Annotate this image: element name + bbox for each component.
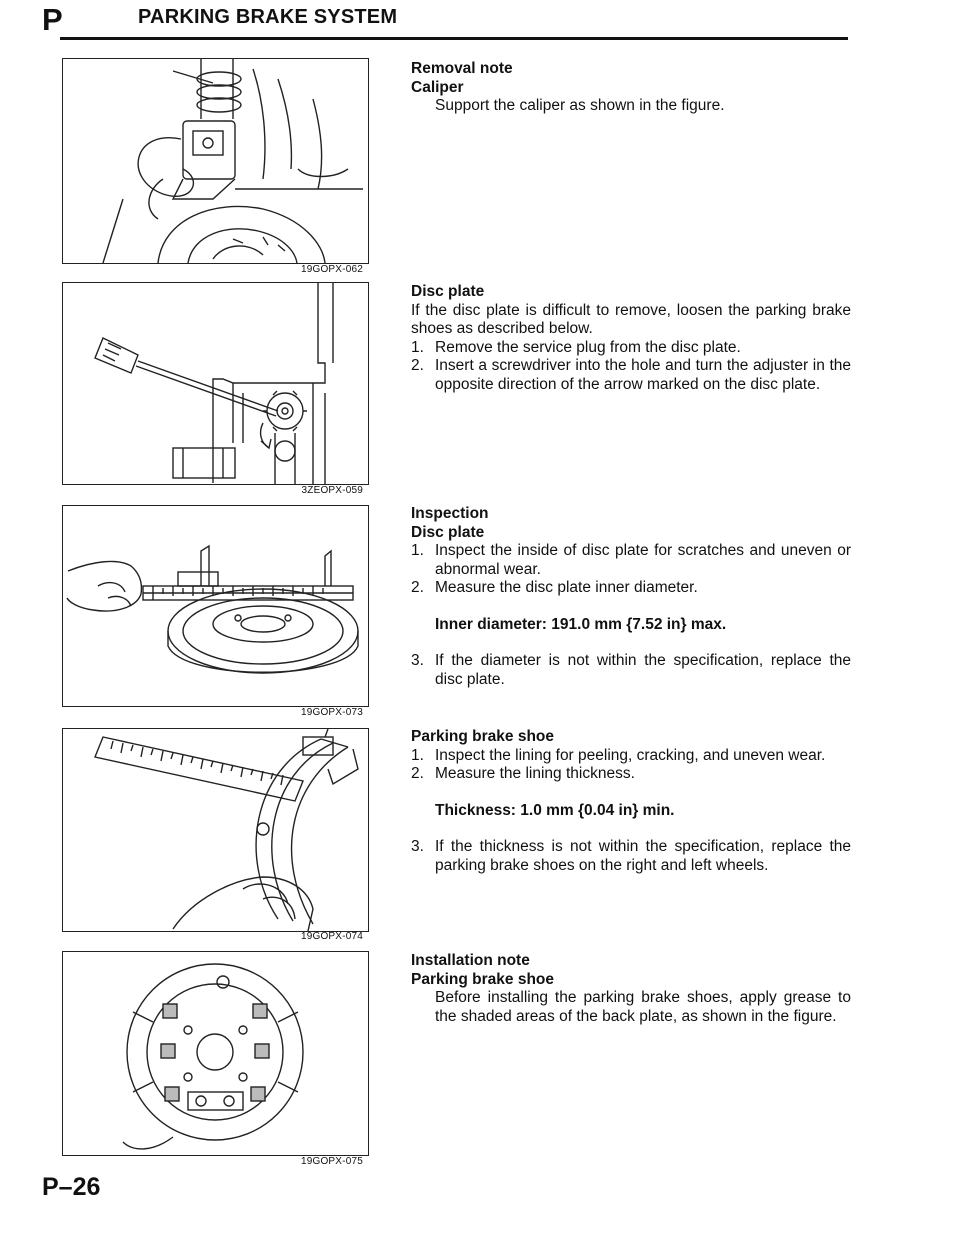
- step-item: 2. Insert a screwdriver into the hole and…: [411, 357, 851, 394]
- figure-code: 19GOPX-062: [300, 264, 363, 275]
- lining-thickness-illustration: [94, 729, 359, 931]
- paragraph: Before installing the parking brake shoe…: [435, 989, 851, 1025]
- step-item: 1. Inspect the lining for peeling, cracki…: [411, 747, 851, 766]
- figure-code: 19GOPX-074: [300, 931, 363, 942]
- figure-frame: [62, 282, 369, 485]
- section-inspection: Inspection Disc plate 1. Inspect the insi…: [411, 505, 851, 689]
- section-heading: Installation note: [411, 952, 530, 969]
- section-removal-note: Removal note Caliper Support the caliper…: [411, 60, 851, 116]
- paragraph: Support the caliper as shown in the figu…: [435, 97, 725, 114]
- section-heading: Inspection: [411, 505, 489, 522]
- figure-frame: [62, 505, 369, 707]
- section-heading: Removal note: [411, 60, 513, 77]
- section-subheading: Caliper: [411, 78, 464, 96]
- figure-frame: [62, 58, 369, 264]
- step-text: Inspect the inside of disc plate for scr…: [435, 542, 851, 578]
- section-shoe-inspection: Parking brake shoe 1. Inspect the lining …: [411, 728, 851, 875]
- figure-frame: [62, 951, 369, 1156]
- step-text: Inspect the lining for peeling, cracking…: [435, 746, 826, 764]
- page-header: P PARKING BRAKE SYSTEM: [0, 0, 960, 45]
- spec-value: Thickness: 1.0 mm {0.04 in} min.: [435, 801, 675, 819]
- section-subheading: Parking brake shoe: [411, 970, 555, 988]
- figure-frame: [62, 728, 369, 932]
- spec-value: Inner diameter: 191.0 mm {7.52 in} max.: [435, 615, 727, 633]
- figure-code: 19GOPX-073: [300, 707, 363, 718]
- back-plate-illustration: [122, 963, 304, 1150]
- section-subheading: Disc plate: [411, 523, 485, 541]
- step-number: 2.: [411, 579, 424, 596]
- step-text: Insert a screwdriver into the hole and t…: [435, 357, 851, 393]
- caliper-support-illustration: [102, 59, 363, 263]
- section-disc-plate-removal: Disc plate If the disc plate is difficul…: [411, 283, 851, 394]
- header-rule: [60, 37, 848, 40]
- step-text: If the thickness is not within the speci…: [435, 838, 851, 874]
- section-installation-note: Installation note Parking brake shoe Bef…: [411, 952, 851, 1026]
- step-number: 3.: [411, 838, 424, 855]
- page-title: PARKING BRAKE SYSTEM: [138, 6, 398, 28]
- figure-code: 19GOPX-075: [300, 1156, 363, 1167]
- step-number: 3.: [411, 652, 424, 669]
- step-number: 1.: [411, 746, 424, 764]
- section-letter: P: [42, 2, 63, 37]
- step-item: 1. Inspect the inside of disc plate for s…: [411, 542, 851, 579]
- step-text: If the diameter is not within the specif…: [435, 652, 851, 688]
- step-text: Remove the service plug from the disc pl…: [435, 338, 741, 356]
- paragraph: If the disc plate is difficult to remove…: [411, 301, 851, 338]
- step-number: 2.: [411, 765, 424, 782]
- step-number: 2.: [411, 357, 424, 374]
- step-number: 1.: [411, 542, 424, 559]
- step-number: 1.: [411, 338, 424, 356]
- step-item: 3. If the diameter is not within the spec…: [411, 652, 851, 689]
- section-heading: Disc plate: [411, 283, 485, 300]
- step-item: 1. Remove the service plug from the disc …: [411, 339, 851, 358]
- figure-code: 3ZEOPX-059: [301, 485, 363, 496]
- page-number: P–26: [42, 1173, 101, 1201]
- step-text: Measure the disc plate inner diameter.: [435, 579, 698, 596]
- step-item: 2. Measure the lining thickness.: [411, 765, 851, 784]
- step-item: 2. Measure the disc plate inner diameter.: [411, 579, 851, 598]
- section-heading: Parking brake shoe: [411, 728, 555, 745]
- screwdriver-adjuster-illustration: [94, 283, 334, 484]
- step-item: 3. If the thickness is not within the spe…: [411, 838, 851, 875]
- step-text: Measure the lining thickness.: [435, 765, 635, 782]
- disc-measurement-illustration: [66, 544, 359, 674]
